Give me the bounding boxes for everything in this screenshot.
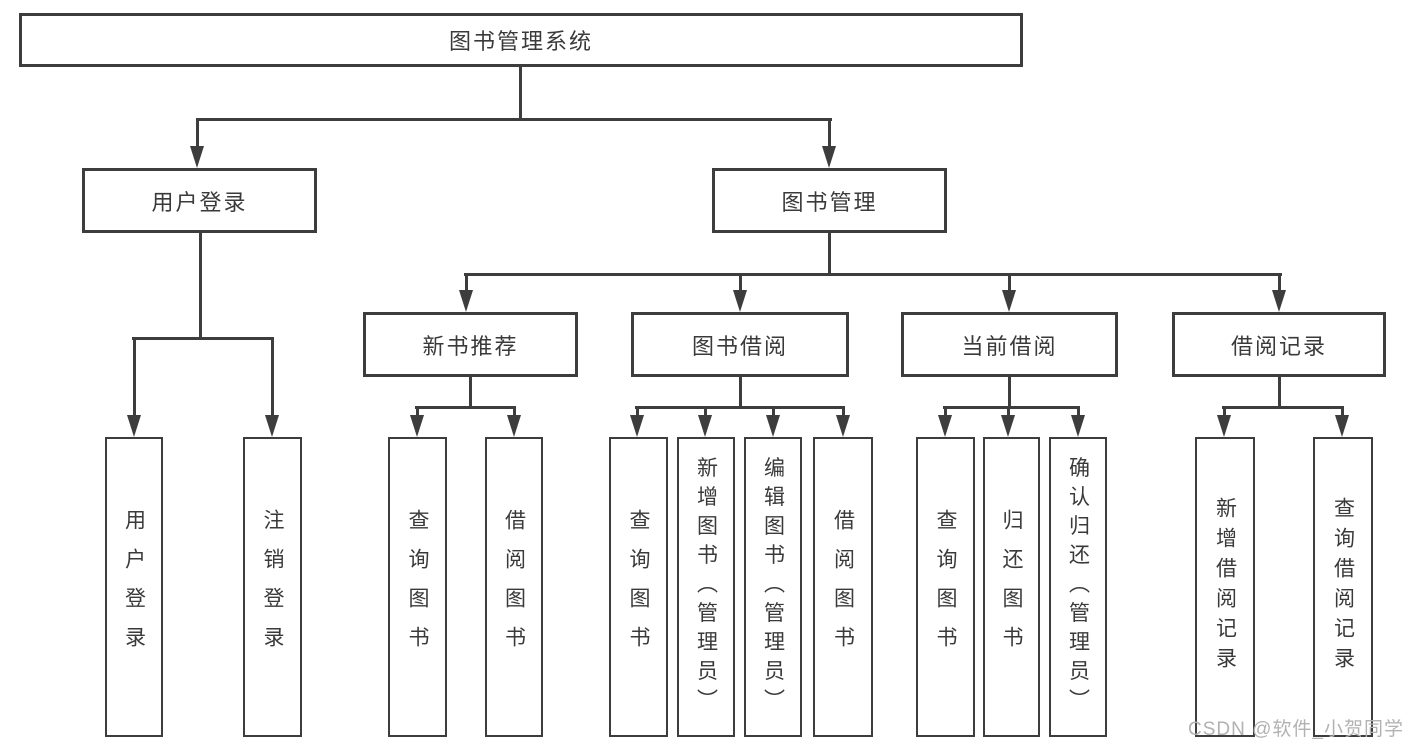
arrow-down-icon <box>190 146 204 168</box>
connector-new-book-stem <box>469 377 472 406</box>
arrow-down-icon <box>507 415 521 437</box>
connector-arrow-book-mgmt <box>822 118 837 168</box>
leaf-label: 新增借阅记录 <box>1213 497 1237 677</box>
arrow-down-icon <box>630 415 644 437</box>
leaf-label: 新增图书（管理员） <box>694 456 718 718</box>
connector-borrow-record-stem <box>1278 377 1281 406</box>
connector-borrow-record-bus <box>1222 406 1344 409</box>
connector-arrow <box>1001 406 1016 437</box>
leaf-label: 编辑图书（管理员） <box>761 456 785 718</box>
leaf-query-borrow-record: 查询借阅记录 <box>1313 437 1373 737</box>
connector-arrow <box>698 406 713 437</box>
leaf-query-books-borrow: 查询图书 <box>609 437 668 737</box>
arrow-down-icon <box>1272 290 1286 312</box>
connector-arrow-current-borrow <box>1002 273 1017 312</box>
node-label: 新书推荐 <box>422 333 519 359</box>
leaf-user-login: 用户登录 <box>105 437 163 737</box>
node-borrow-record: 借阅记录 <box>1172 312 1386 377</box>
arrow-down-icon <box>1002 290 1016 312</box>
connector-arrow <box>836 406 851 437</box>
leaf-add-borrow-record: 新增借阅记录 <box>1195 437 1255 737</box>
connector-book-mgmt-stem <box>828 233 831 273</box>
leaf-edit-books-admin: 编辑图书（管理员） <box>744 437 802 737</box>
connector-arrow-book-borrow <box>733 273 748 312</box>
arrow-down-icon <box>1071 415 1085 437</box>
arrow-down-icon <box>1001 415 1015 437</box>
connector-arrow <box>1071 406 1086 437</box>
leaf-confirm-return-admin: 确认归还（管理员） <box>1049 437 1107 737</box>
leaf-logout: 注销登录 <box>243 437 302 737</box>
leaf-label: 查询图书 <box>627 509 650 665</box>
connector-book-borrow-stem <box>739 377 742 406</box>
node-current-borrow: 当前借阅 <box>901 312 1118 377</box>
leaf-label: 借阅图书 <box>502 509 526 665</box>
arrow-down-icon <box>265 415 279 437</box>
arrow-down-icon <box>733 290 747 312</box>
node-root-system: 图书管理系统 <box>19 13 1023 67</box>
connector-root-stem <box>519 67 522 118</box>
connector-arrow-borrow-record <box>1272 273 1287 312</box>
arrow-down-icon <box>698 415 712 437</box>
csdn-watermark: CSDN @软件_小贺同学 <box>1188 719 1404 740</box>
leaf-label: 归还图书 <box>1000 509 1023 665</box>
connector-arrow <box>1335 406 1350 437</box>
connector-user-login-bus <box>132 337 274 340</box>
connector-new-book-bus <box>415 406 516 409</box>
arrow-down-icon <box>766 415 780 437</box>
connector-arrow-leaf-login <box>127 337 142 437</box>
node-label: 用户登录 <box>151 189 248 215</box>
connector-arrow <box>630 406 645 437</box>
node-new-book-recommend: 新书推荐 <box>363 312 578 377</box>
node-label: 图书管理 <box>781 189 878 215</box>
connector-current-borrow-bus <box>943 406 1080 409</box>
node-label: 图书借阅 <box>691 333 788 359</box>
connector-book-mgmt-bus <box>464 273 1282 276</box>
connector-arrow <box>938 406 953 437</box>
connector-arrow-user-login <box>190 118 205 168</box>
node-label: 图书管理系统 <box>448 29 593 54</box>
arrow-down-icon <box>938 415 952 437</box>
connector-arrow <box>507 406 522 437</box>
leaf-borrow-books-recommend: 借阅图书 <box>485 437 543 737</box>
arrow-down-icon <box>822 146 836 168</box>
leaf-query-books-recommend: 查询图书 <box>388 437 447 737</box>
arrow-down-icon <box>127 415 141 437</box>
connector-arrow <box>766 406 781 437</box>
arrow-down-icon <box>1217 415 1231 437</box>
leaf-label: 借阅图书 <box>831 509 855 665</box>
arrow-down-icon <box>410 415 424 437</box>
node-book-management: 图书管理 <box>712 168 947 233</box>
leaf-label: 查询图书 <box>406 509 429 665</box>
leaf-borrow-books: 借阅图书 <box>813 437 873 737</box>
leaf-label: 确认归还（管理员） <box>1066 456 1090 718</box>
connector-arrow-new-book <box>459 273 474 312</box>
leaf-return-books: 归还图书 <box>983 437 1040 737</box>
node-label: 借阅记录 <box>1230 333 1327 359</box>
connector-book-borrow-bus <box>635 406 845 409</box>
connector-root-bus <box>197 118 832 121</box>
connector-current-borrow-stem <box>1008 377 1011 406</box>
arrow-down-icon <box>1335 415 1349 437</box>
arrow-down-icon <box>459 290 473 312</box>
leaf-label: 用户登录 <box>122 509 146 665</box>
leaf-label: 注销登录 <box>261 509 284 665</box>
arrow-down-icon <box>836 415 850 437</box>
leaf-query-books-current: 查询图书 <box>916 437 975 737</box>
connector-arrow-leaf-logout <box>265 337 280 437</box>
leaf-add-books-admin: 新增图书（管理员） <box>677 437 735 737</box>
leaf-label: 查询借阅记录 <box>1331 497 1355 677</box>
node-book-borrow: 图书借阅 <box>631 312 849 377</box>
connector-arrow <box>1217 406 1232 437</box>
node-label: 当前借阅 <box>961 333 1058 359</box>
node-user-login: 用户登录 <box>82 168 317 233</box>
connector-arrow <box>410 406 425 437</box>
leaf-label: 查询图书 <box>934 509 957 665</box>
connector-user-login-stem <box>199 233 202 337</box>
